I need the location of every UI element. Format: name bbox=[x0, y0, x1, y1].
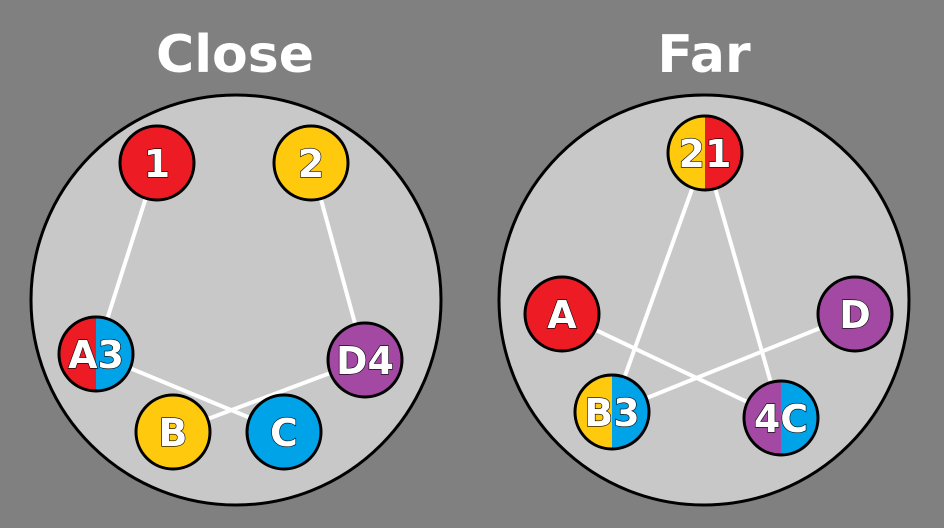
node-t21: 21 bbox=[666, 114, 744, 192]
node-d4: D4 bbox=[326, 321, 404, 399]
panel-circle-close bbox=[29, 93, 443, 507]
node-outline bbox=[57, 315, 135, 393]
node-label: D4 bbox=[336, 339, 394, 383]
node-fill bbox=[818, 277, 892, 351]
node-outline bbox=[742, 379, 820, 457]
node-b: B bbox=[134, 393, 212, 471]
node-outline bbox=[666, 114, 744, 192]
node-label: 4C bbox=[754, 397, 808, 441]
node-label: D bbox=[839, 293, 871, 337]
node-fill-right bbox=[781, 381, 818, 455]
node-c4: 4C bbox=[742, 379, 820, 457]
node-fill bbox=[274, 126, 348, 200]
node-label: 1 bbox=[144, 142, 170, 186]
node-fill-left bbox=[744, 381, 781, 455]
node-a: A bbox=[523, 275, 601, 353]
node-fill-right bbox=[705, 116, 742, 190]
node-label: A bbox=[547, 293, 577, 337]
panel-close: Close 1 2A3 D4B C bbox=[29, 25, 443, 507]
node-outline bbox=[245, 393, 323, 471]
node-fill bbox=[136, 395, 210, 469]
nodes-close: 1 2A3 D4B C bbox=[57, 124, 404, 471]
link-t21-b3 bbox=[610, 152, 707, 413]
node-d: D bbox=[816, 275, 894, 353]
node-c: C bbox=[245, 393, 323, 471]
panel-title-close: Close bbox=[156, 25, 314, 85]
node-fill bbox=[247, 395, 321, 469]
panel-title-far: Far bbox=[657, 25, 751, 85]
node-fill-left bbox=[59, 317, 96, 391]
node-fill bbox=[120, 126, 194, 200]
node-fill-left bbox=[668, 116, 705, 190]
link-d-b3 bbox=[611, 312, 856, 414]
node-fill bbox=[525, 277, 599, 351]
node-label: B3 bbox=[584, 391, 639, 435]
node-b3: B3 bbox=[573, 373, 651, 451]
node-fill-right bbox=[96, 317, 133, 391]
node-outline bbox=[573, 373, 651, 451]
node-outline bbox=[523, 275, 601, 353]
node-fill bbox=[328, 323, 402, 397]
node-outline bbox=[134, 393, 212, 471]
node-n1: 1 bbox=[118, 124, 196, 202]
node-a3: A3 bbox=[57, 315, 135, 393]
node-fill-left bbox=[575, 375, 612, 449]
link-a-c4 bbox=[561, 312, 782, 420]
nodes-far: 21A D B3 4C bbox=[523, 114, 894, 457]
links-far bbox=[561, 152, 856, 420]
node-label: C bbox=[270, 411, 298, 455]
node-label: A3 bbox=[68, 333, 124, 377]
node-outline bbox=[816, 275, 894, 353]
node-label: 2 bbox=[298, 142, 324, 186]
node-label: 21 bbox=[679, 132, 732, 176]
link-t21-c4 bbox=[703, 152, 783, 419]
node-n2: 2 bbox=[272, 124, 350, 202]
node-label: B bbox=[159, 411, 188, 455]
panel-far: Far 21A D B3 4C bbox=[497, 25, 911, 507]
node-outline bbox=[326, 321, 404, 399]
node-fill-right bbox=[612, 375, 649, 449]
node-outline bbox=[272, 124, 350, 202]
node-outline bbox=[118, 124, 196, 202]
